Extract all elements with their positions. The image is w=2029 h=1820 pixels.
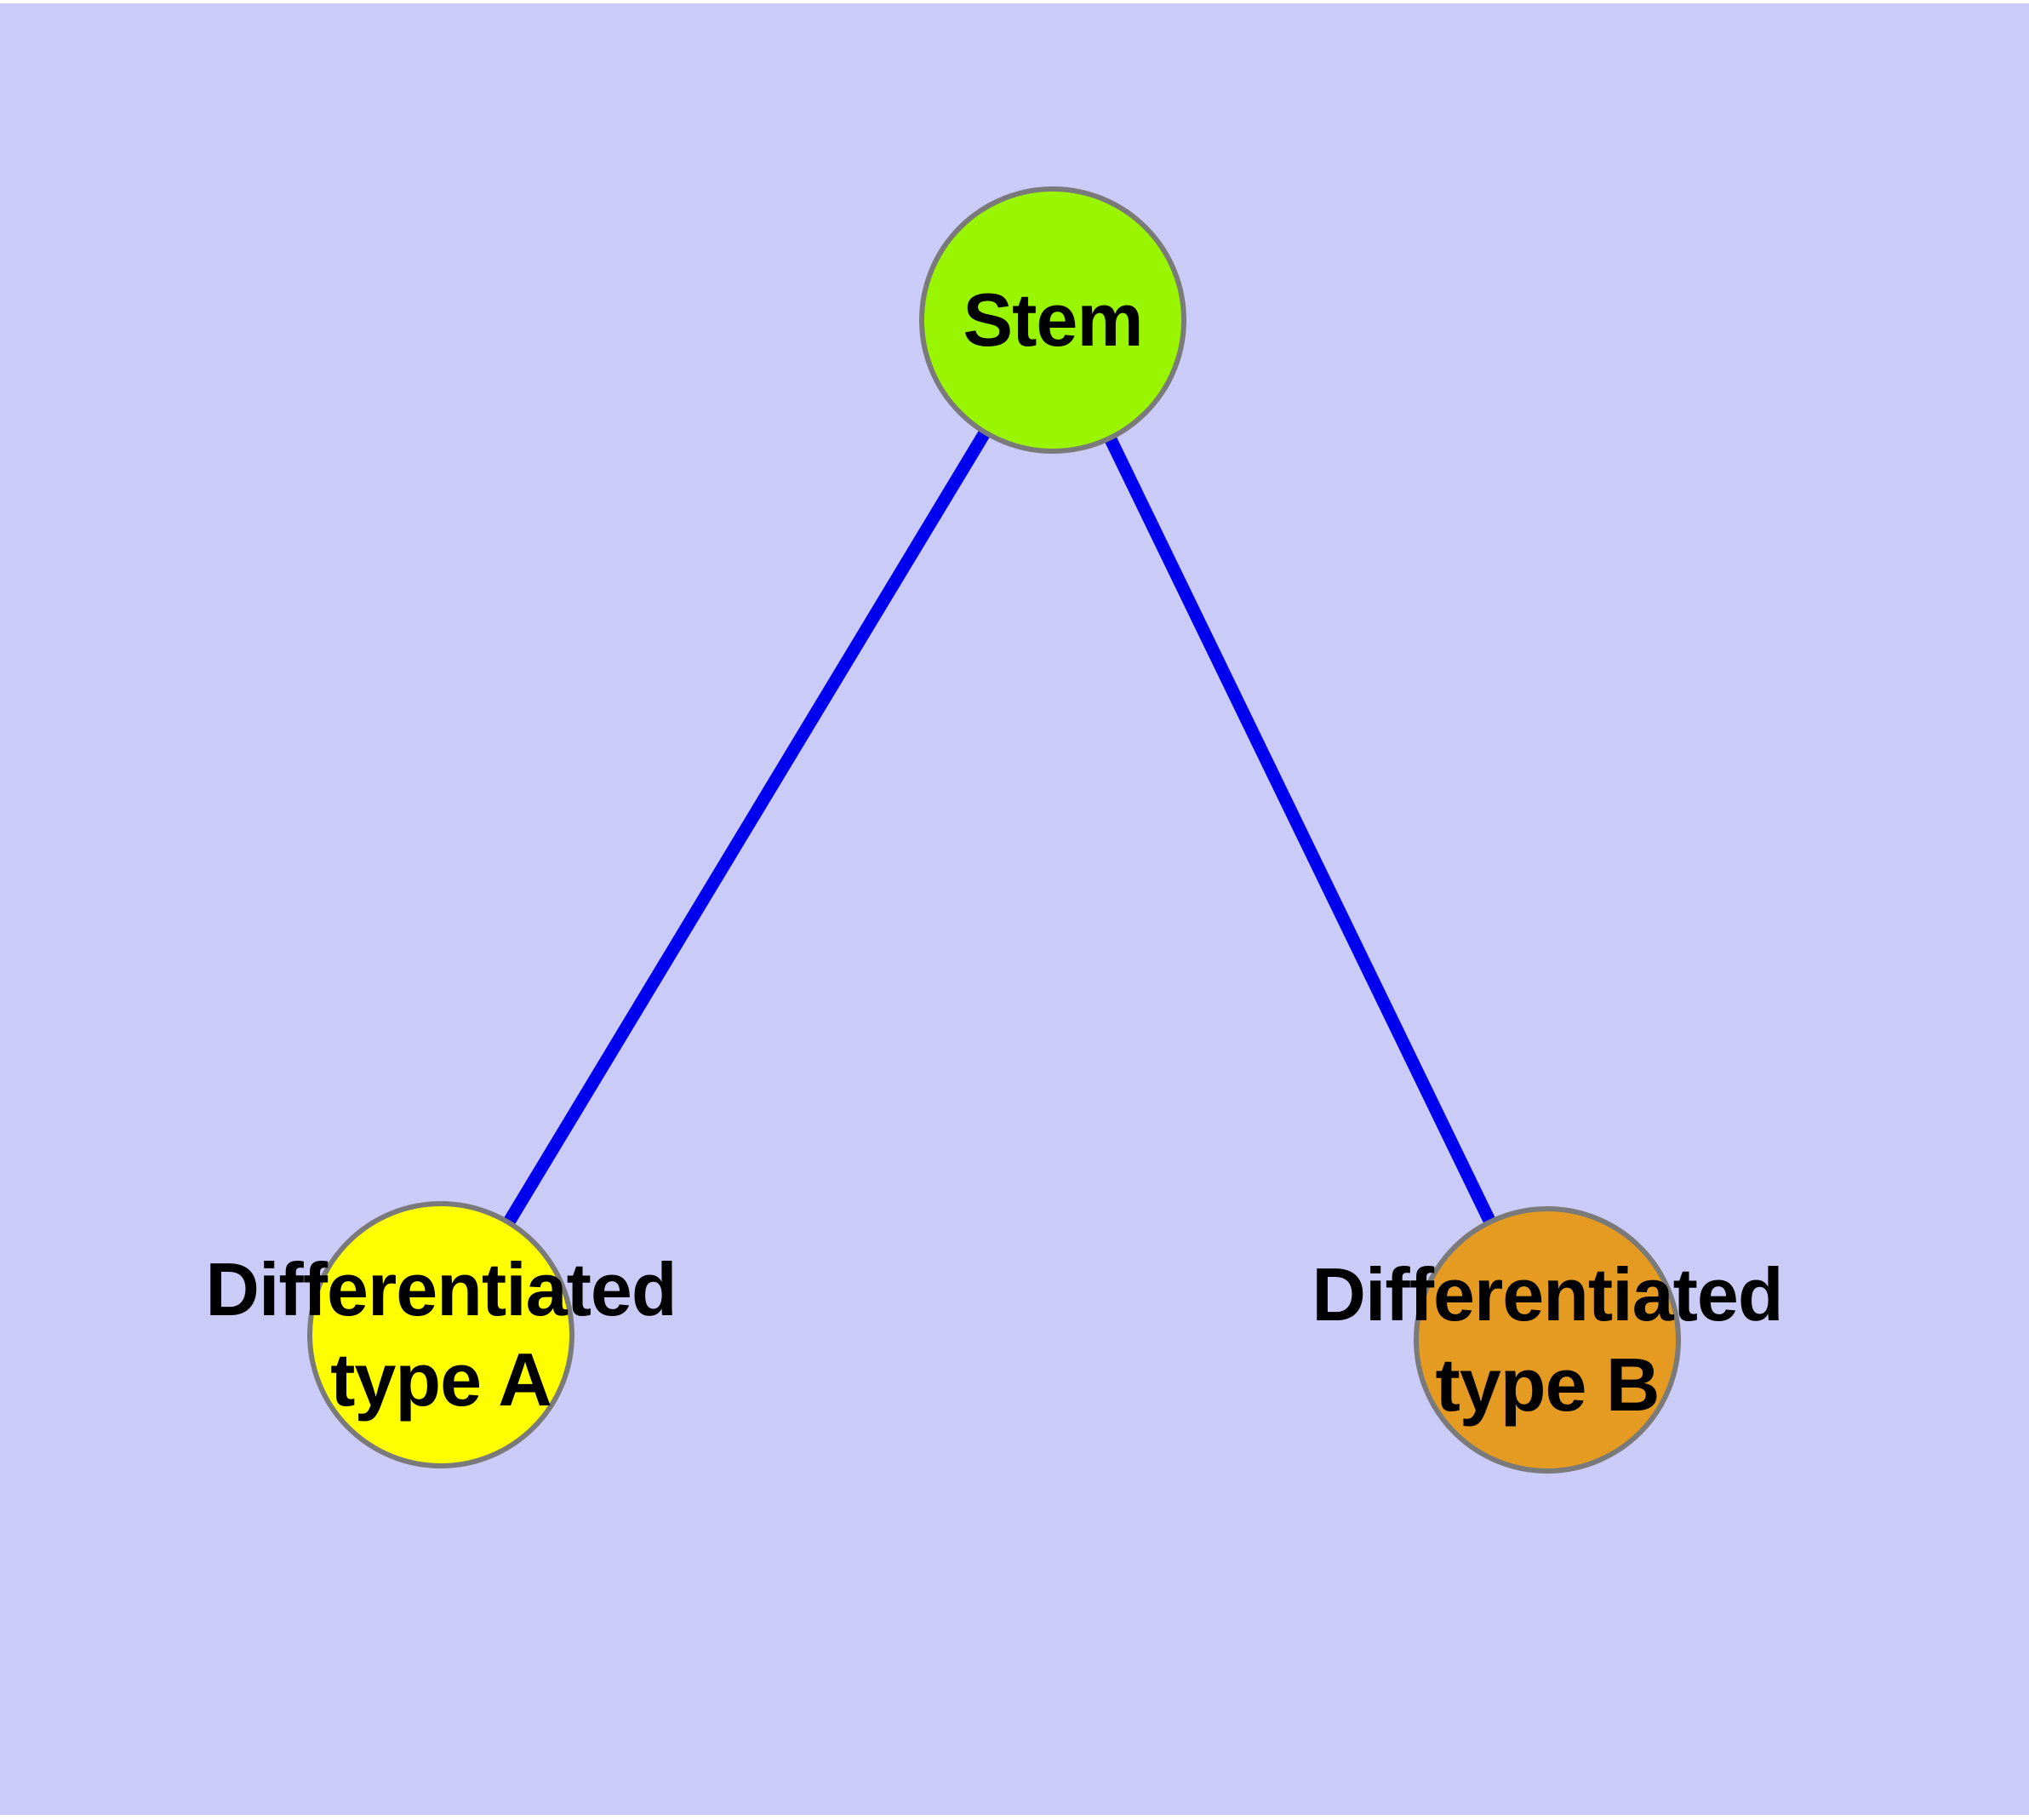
node-label-stem: Stem — [963, 278, 1143, 362]
edge-stem-diff-type-b — [1047, 317, 1553, 1343]
edge-layer — [435, 317, 1553, 1343]
node-circle-diff-type-b[interactable] — [1414, 1206, 1681, 1474]
node-circle-diff-type-a[interactable] — [307, 1201, 574, 1468]
node-label-diff-type-b: Differentiated type B — [1312, 1252, 1783, 1427]
node-label-diff-type-a: Differentiated type A — [205, 1247, 677, 1422]
edge-stem-diff-type-a — [435, 317, 1059, 1338]
node-circle-stem[interactable] — [919, 186, 1186, 454]
